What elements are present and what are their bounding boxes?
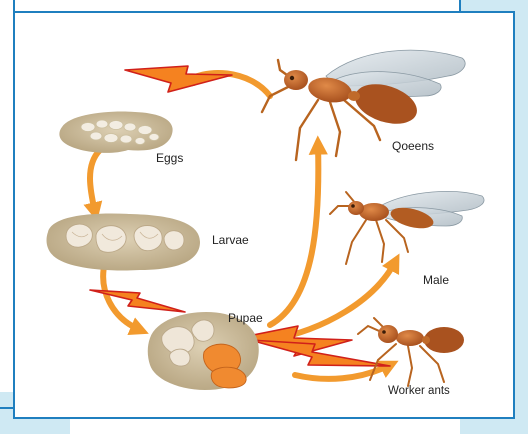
label-larvae: Larvae [212, 233, 249, 247]
label-eggs: Eggs [156, 151, 183, 165]
label-queens: Qoeens [392, 139, 434, 153]
label-pupae: Pupae [228, 311, 263, 325]
larvae-plate-image [47, 213, 200, 270]
label-worker-ants: Worker ants [388, 385, 450, 397]
label-male: Male [423, 273, 449, 287]
